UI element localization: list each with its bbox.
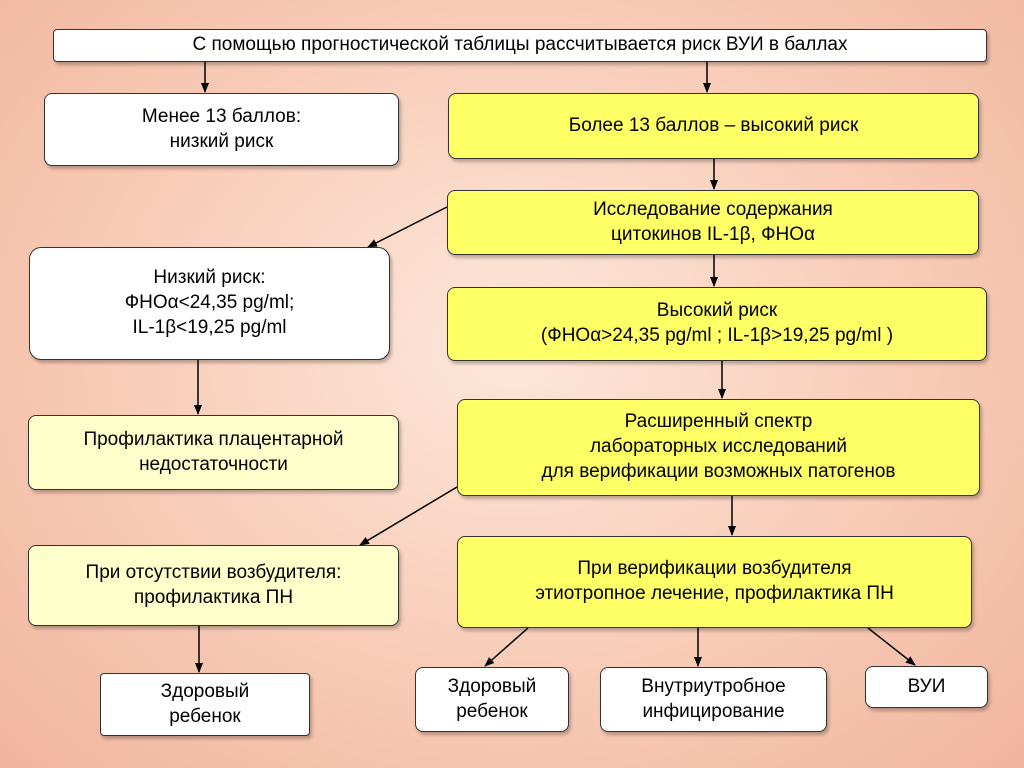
arrow-pathogen-to-healthy — [484, 627, 529, 667]
box-placental-prevention: Профилактика плацентарной недостаточност… — [28, 415, 399, 490]
box-healthy-child-mid: Здоровый ребенок — [415, 667, 569, 732]
box-prognostic-table: С помощью прогностической таблицы рассчи… — [53, 29, 987, 62]
box-cytokines: Исследование содержания цитокинов IL-1β,… — [447, 190, 979, 255]
box-healthy-child-left: Здоровый ребенок — [100, 673, 310, 736]
box-low-risk: Низкий риск: ФНОα<24,35 pg/ml; IL-1β<19,… — [29, 247, 390, 360]
box-pathogen-verified: При верификации возбудителя этиотропное … — [457, 536, 972, 628]
arrow-cytokines-to-low-risk — [367, 206, 448, 248]
box-no-pathogen: При отсутствии возбудителя: профилактика… — [28, 545, 399, 626]
box-low-score: Менее 13 баллов: низкий риск — [44, 93, 399, 166]
box-extended-lab-tests: Расширенный спектр лабораторных исследов… — [457, 399, 980, 496]
box-vui: ВУИ — [865, 666, 988, 708]
arrow-extended-to-no-pathogen — [359, 486, 458, 546]
arrow-pathogen-to-vui — [867, 627, 916, 666]
box-high-score: Более 13 баллов – высокий риск — [448, 93, 979, 159]
box-intrauterine-infection: Внутриутробное инфицирование — [600, 667, 827, 732]
box-high-risk: Высокий риск (ФНОα>24,35 pg/ml ; IL-1β>1… — [447, 287, 987, 361]
